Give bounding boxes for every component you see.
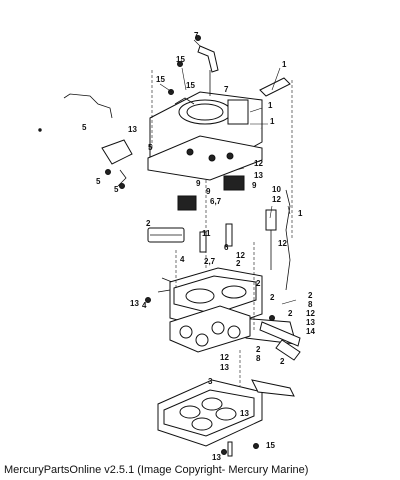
callout: 12: [306, 309, 315, 318]
callout: 10: [272, 185, 281, 194]
base-gasket: [169, 305, 251, 353]
choke-rod: [63, 93, 133, 187]
fasteners: [38, 35, 275, 455]
callout: 2: [288, 309, 293, 318]
callout: 2: [308, 291, 313, 300]
callout: 2,7: [204, 257, 216, 266]
callout: 2: [256, 279, 261, 288]
leader-lines: [159, 39, 297, 305]
copyright-footer: MercuryPartsOnline v2.5.1 (Image Copyrig…: [4, 464, 309, 476]
throttle-body: [157, 379, 295, 457]
callout: 12: [272, 195, 281, 204]
callout: 13: [254, 171, 263, 180]
assembly-guides: [151, 70, 293, 386]
callout: 5: [114, 185, 119, 194]
callout: 13: [306, 318, 315, 327]
callout: 6,7: [210, 197, 222, 206]
callout: 13: [240, 409, 249, 418]
callout: 5: [148, 143, 153, 152]
callout: 12: [236, 251, 245, 260]
callout: 1: [298, 209, 303, 218]
callout: 3: [208, 377, 213, 386]
callout: 8: [256, 354, 261, 363]
exploded-parts-diagram: 7 15 1 15 15 7 1 1 5 13 5 5 5 12 13 9 9 …: [38, 31, 315, 462]
callout: 12: [278, 239, 287, 248]
callout: 5: [96, 177, 101, 186]
callout: 15: [156, 75, 165, 84]
callout: 13: [212, 453, 221, 462]
callout: 9: [206, 187, 211, 196]
callout: 15: [176, 55, 185, 64]
callout: 4: [142, 301, 147, 310]
callout: 4: [180, 255, 185, 264]
choke-linkage: [197, 45, 291, 97]
callout: 5: [82, 123, 87, 132]
callout: 2: [256, 345, 261, 354]
callout: 9: [196, 179, 201, 188]
callout: 2: [146, 219, 151, 228]
callout: 13: [220, 363, 229, 372]
callout: 2: [270, 293, 275, 302]
callout: 1: [282, 60, 287, 69]
callout: 15: [266, 441, 275, 450]
callout: 6: [224, 243, 229, 252]
callout: 13: [130, 299, 139, 308]
callout: 1: [268, 101, 273, 110]
callout: 15: [186, 81, 195, 90]
callout: 13: [128, 125, 137, 134]
callout: 12: [220, 353, 229, 362]
callout: 2: [280, 357, 285, 366]
callout: 1: [270, 117, 275, 126]
callout-labels: 7 15 1 15 15 7 1 1 5 13 5 5 5 12 13 9 9 …: [82, 31, 315, 462]
airhorn-gasket: [147, 135, 263, 181]
callout: 11: [202, 229, 211, 238]
callout: 2: [236, 259, 241, 268]
callout: 12: [254, 159, 263, 168]
callout: 8: [308, 300, 313, 309]
callout: 14: [306, 327, 315, 336]
callout: 7: [224, 85, 229, 94]
pump-lever: [259, 321, 301, 361]
callout: 9: [252, 181, 257, 190]
callout: 7: [194, 31, 199, 40]
